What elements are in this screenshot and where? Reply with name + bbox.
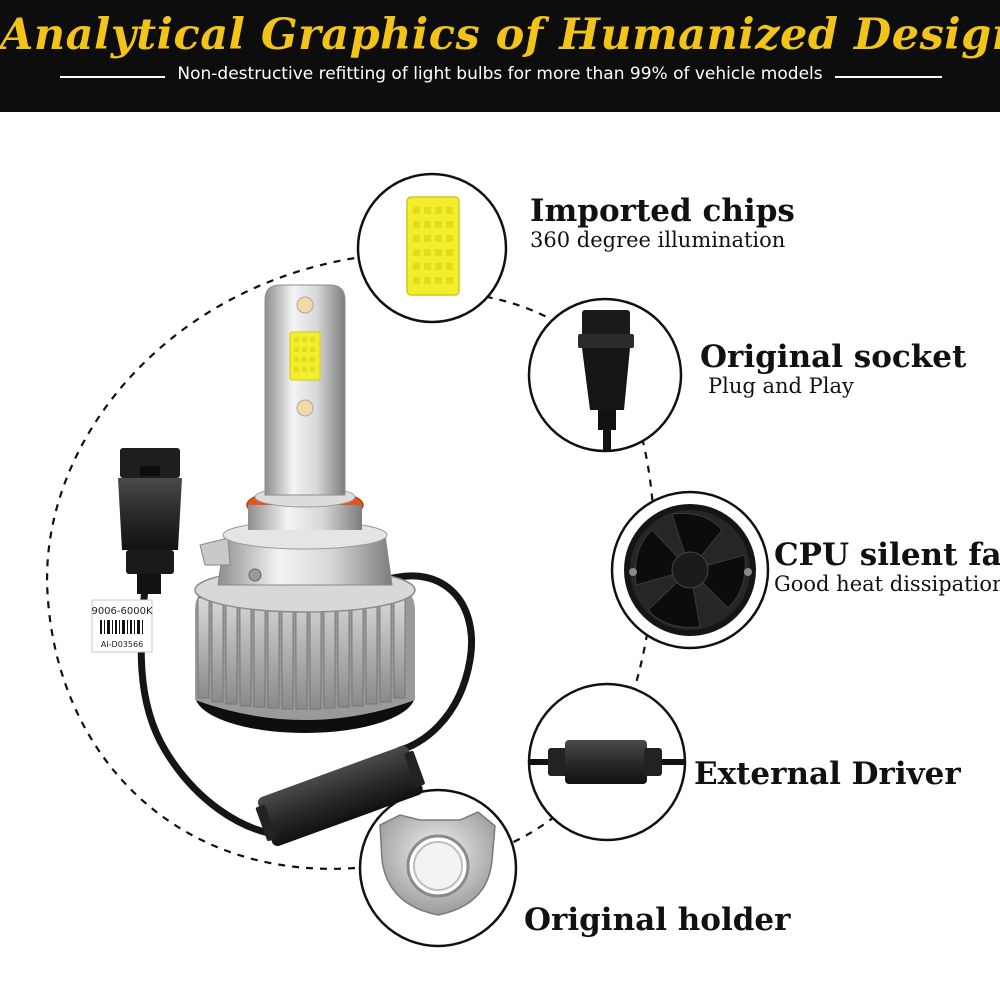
feature-label-socket: Original socket Plug and Play — [700, 340, 966, 398]
feature-title: CPU silent fan — [774, 537, 1000, 573]
bulb-tube — [264, 284, 346, 496]
driver-module — [255, 745, 425, 847]
feature-circle-fan — [610, 490, 770, 650]
feature-circle-holder — [358, 788, 518, 948]
subtitle-rule-left — [60, 76, 170, 78]
feature-label-fan: CPU silent fan Good heat dissipation — [774, 538, 1000, 596]
feature-subtitle: Good heat dissipation — [774, 572, 1000, 596]
feature-title: Original socket — [700, 339, 967, 375]
page-title: Analytical Graphics of Humanized Design — [0, 10, 1000, 60]
feature-title: Imported chips — [530, 193, 795, 229]
bulb-base — [199, 486, 393, 586]
feature-subtitle: Plug and Play — [708, 374, 854, 398]
feature-label-holder: Original holder — [524, 903, 790, 937]
feature-title: Original holder — [524, 902, 791, 938]
feature-circle-socket — [527, 297, 683, 453]
feature-label-chips: Imported chips 360 degree illumination — [530, 194, 795, 252]
header-banner: Analytical Graphics of Humanized Design … — [0, 0, 1000, 112]
page-subtitle: Non-destructive refitting of light bulbs… — [0, 64, 1000, 84]
plug-connector — [118, 448, 182, 594]
feature-circle-driver — [527, 682, 687, 842]
sticker-code-text: AI-D03566 — [101, 640, 143, 649]
product-sticker: 9006-6000K AI-D03566 — [91, 599, 153, 653]
feature-subtitle: 360 degree illumination — [530, 228, 786, 252]
bulb-heatsink — [194, 567, 416, 733]
sticker-model-text: 9006-6000K — [91, 606, 153, 617]
subtitle-rule-right — [830, 76, 942, 78]
feature-circle-chips — [356, 172, 508, 324]
feature-title: External Driver — [694, 756, 961, 792]
wire-right — [376, 572, 475, 754]
feature-label-driver: External Driver — [694, 757, 961, 791]
